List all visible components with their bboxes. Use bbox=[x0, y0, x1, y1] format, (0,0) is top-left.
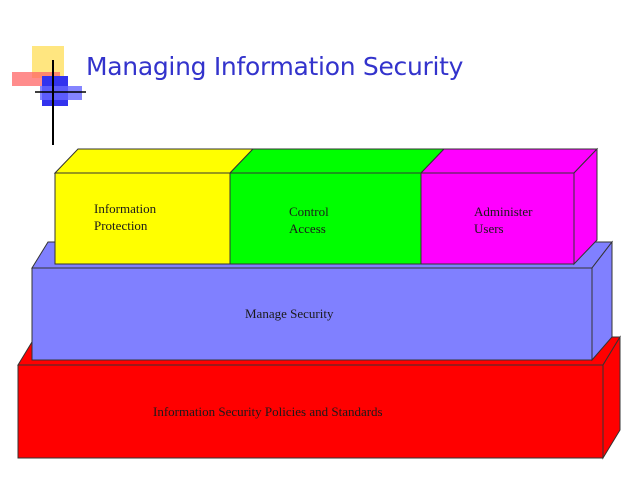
middle-block-front bbox=[31, 267, 593, 361]
logo-lightblue-bar bbox=[40, 86, 82, 100]
base-block-label: Information Security Policies and Standa… bbox=[153, 404, 383, 419]
top-block-3-front bbox=[420, 172, 575, 265]
top-block-information-protection: Information Protection bbox=[53, 148, 255, 265]
decorative-corner-logo bbox=[12, 46, 86, 145]
top-block-2-label-line2: Access bbox=[289, 221, 326, 236]
slide-title: Managing Information Security bbox=[86, 52, 464, 81]
base-block-front bbox=[17, 364, 604, 459]
top-block-1-label-line2: Protection bbox=[94, 218, 148, 233]
top-block-3-label-line2: Users bbox=[474, 221, 504, 236]
top-block-3-top bbox=[419, 148, 599, 174]
top-block-1-label-line1: Information bbox=[94, 201, 157, 216]
top-block-1-top bbox=[53, 148, 255, 174]
middle-block-label: Manage Security bbox=[245, 306, 334, 321]
top-block-control-access: Control Access bbox=[228, 148, 446, 265]
top-block-3-label-line1: Administer bbox=[474, 204, 533, 219]
top-block-1-front bbox=[54, 172, 231, 265]
top-block-2-top bbox=[228, 148, 446, 174]
top-block-administer-users: Administer Users bbox=[419, 147, 599, 266]
top-block-2-label-line1: Control bbox=[289, 204, 329, 219]
